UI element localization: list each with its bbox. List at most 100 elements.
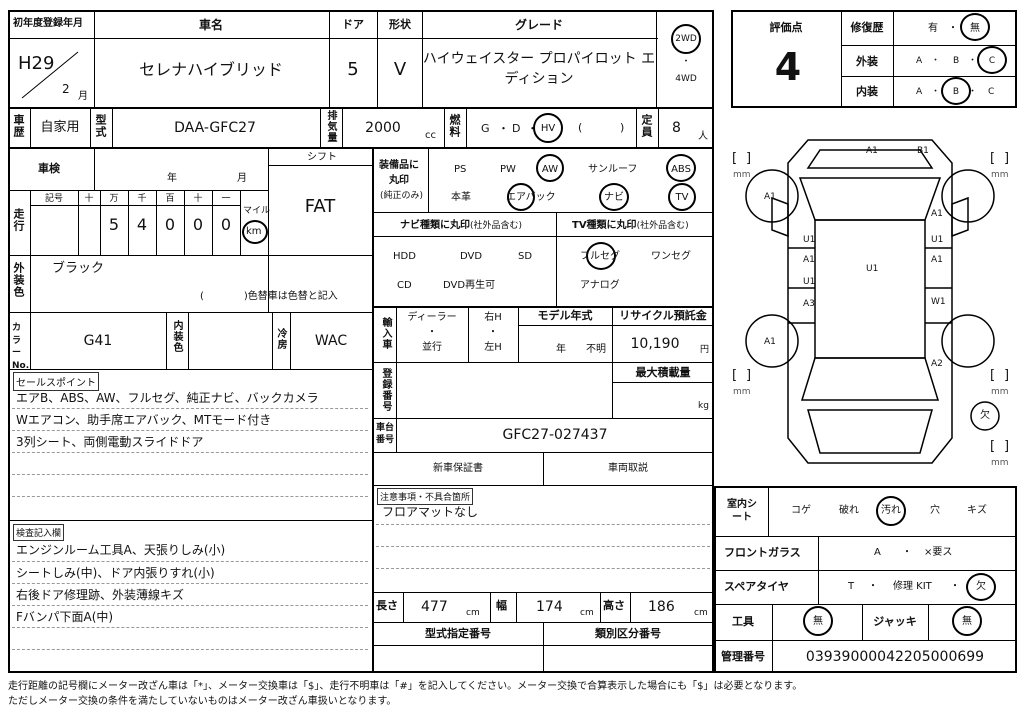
width-value: 174 — [536, 599, 563, 615]
tv-analog: アナログ — [580, 280, 620, 291]
equip-tv: TV — [675, 192, 689, 203]
ext-a: A — [916, 56, 923, 66]
score-value: 4 — [774, 45, 802, 89]
equip-leather: 本革 — [451, 192, 471, 203]
fuel-dot-2: ・ — [527, 122, 538, 135]
equip-pw: PW — [500, 164, 516, 175]
inspection-line-1: エンジンルーム工具A、天張りしみ(小) — [16, 543, 226, 557]
bracket-spare-open: [ — [990, 439, 996, 454]
map-w1-right: W1 — [931, 297, 946, 307]
mm-rl: mm — [733, 387, 751, 397]
height-label: 高さ — [603, 599, 625, 612]
fuel-label: 燃料 — [448, 114, 461, 138]
drive-dot: ・ — [681, 57, 691, 67]
spare-tire-label: スペアタイヤ — [724, 580, 789, 593]
car-damage-diagram — [745, 139, 1000, 464]
int-b-circle — [941, 77, 971, 105]
map-u1-rear-left: U1 — [803, 277, 816, 287]
navi-sd: SD — [518, 251, 533, 262]
katashiki-label: 型式指定番号 — [425, 627, 491, 640]
reg-month-unit: 月 — [78, 91, 88, 102]
bracket-rl-open: [ — [732, 368, 738, 383]
int-c: C — [988, 87, 995, 97]
windshield-a: A — [874, 547, 881, 558]
owner-manual: 車両取説 — [608, 463, 648, 474]
grade-label: グレード — [514, 18, 564, 32]
navi-dvd: DVD — [460, 251, 483, 262]
equip-abs-circle — [666, 154, 696, 182]
import-dot-2: ・ — [488, 327, 498, 338]
inspection-line-2: シートしみ(中)、ドア内張りすれ(小) — [16, 566, 215, 580]
windshield-x: ×要ス — [924, 547, 953, 558]
tools-label: 工具 — [732, 615, 754, 628]
interior-label: 内装 — [856, 85, 878, 98]
tv-fullseg: フルセグ — [580, 251, 620, 262]
ext-color: ブラック — [52, 261, 105, 276]
car-name-label: 車名 — [198, 18, 224, 32]
repair-no-circle — [960, 13, 990, 41]
equipment-label-3: (純正のみ) — [380, 191, 424, 201]
reg-month: 2 — [62, 82, 70, 96]
model-year-label: モデル年式 — [537, 309, 593, 322]
condition-table — [714, 486, 1017, 673]
color-change-note: ( )色替車は色替と記入 — [200, 291, 338, 302]
color-code-label: カラーNo. — [12, 323, 30, 371]
sales-line-3: 3列シート、両側電動スライドドア — [16, 435, 204, 449]
seat-ana: 穴 — [930, 505, 940, 516]
repair-history-label: 修復歴 — [850, 21, 884, 34]
inspection-notes-label: 検査記入欄 — [13, 524, 65, 541]
kg-unit: kg — [698, 401, 709, 411]
import-rh: 右H — [484, 312, 502, 323]
yen-unit: 円 — [700, 345, 710, 355]
fuel-dot-1: ・ — [498, 122, 509, 135]
grade-line-2: ディション — [504, 71, 574, 87]
inspection-line-4: Fバンパ下面A(中) — [16, 610, 114, 624]
displacement: 2000 — [365, 120, 401, 136]
capacity: 8 — [672, 120, 681, 136]
seat-kizu: キズ — [967, 505, 987, 516]
mileage-sign-label: 記号 — [44, 194, 64, 204]
mileage-digit-5: 0 — [220, 215, 232, 234]
inspection-line-3: 右後ドア修理跡、外装薄線キズ — [16, 588, 185, 602]
drive-2wd-circle — [671, 24, 701, 54]
inspection-year: 年 — [167, 173, 177, 184]
equipment-label-2: 丸印 — [389, 175, 409, 186]
footer-note-2: ただしメーター交換の条件を満たしていないものはメーター改ざん車扱いとなります。 — [8, 696, 397, 707]
map-spare-missing: 欠 — [980, 410, 990, 421]
int-dot-1: ・ — [931, 87, 941, 97]
bracket-spare-close: ] — [1004, 439, 1010, 454]
fuel-hv-circle — [533, 113, 563, 143]
recycle-label: リサイクル預託金 — [619, 309, 707, 322]
mileage-digit-2: 4 — [136, 215, 148, 234]
map-u1-right: U1 — [931, 235, 944, 245]
length-value: 477 — [421, 599, 448, 615]
model-type: DAA-GFC27 — [174, 120, 256, 136]
mgmt-label: 管理番号 — [721, 650, 765, 663]
drive-4wd: 4WD — [675, 74, 697, 84]
recycle-fee: 10,190 — [630, 336, 680, 352]
length-unit: cm — [466, 608, 480, 618]
height-value: 186 — [648, 599, 675, 615]
fuel-paren-close: ) — [620, 121, 625, 134]
footer-note-1: 走行距離の記号欄にメーター改ざん車は「*」、メーター交換車は「$」、走行不明車は… — [8, 681, 803, 692]
map-a2-right: A2 — [931, 359, 943, 369]
seat-koge: コゲ — [791, 505, 811, 516]
digit-hyaku-label: 百 — [165, 194, 175, 204]
import-dot-1: ・ — [427, 327, 437, 338]
equip-navi-circle — [599, 183, 629, 211]
equipment-label-1: 装備品に — [379, 160, 419, 171]
import-heiko: 並行 — [422, 342, 442, 353]
width-unit: cm — [580, 608, 594, 618]
import-label: 輸入車 — [380, 317, 391, 350]
digit-jyuu-label: 十 — [193, 194, 203, 204]
use-label: 車歴 — [12, 114, 25, 138]
car-name: セレナハイブリッド — [139, 60, 283, 79]
km-unit: km — [246, 226, 262, 237]
navi-hdd: HDD — [393, 251, 416, 262]
km-circle — [242, 220, 268, 244]
map-a1-left: A1 — [803, 255, 815, 265]
ext-b: B — [953, 56, 960, 66]
map-u1-roof: U1 — [866, 264, 879, 274]
score-box — [731, 10, 1017, 108]
model-year-unit: 年 — [556, 344, 566, 355]
